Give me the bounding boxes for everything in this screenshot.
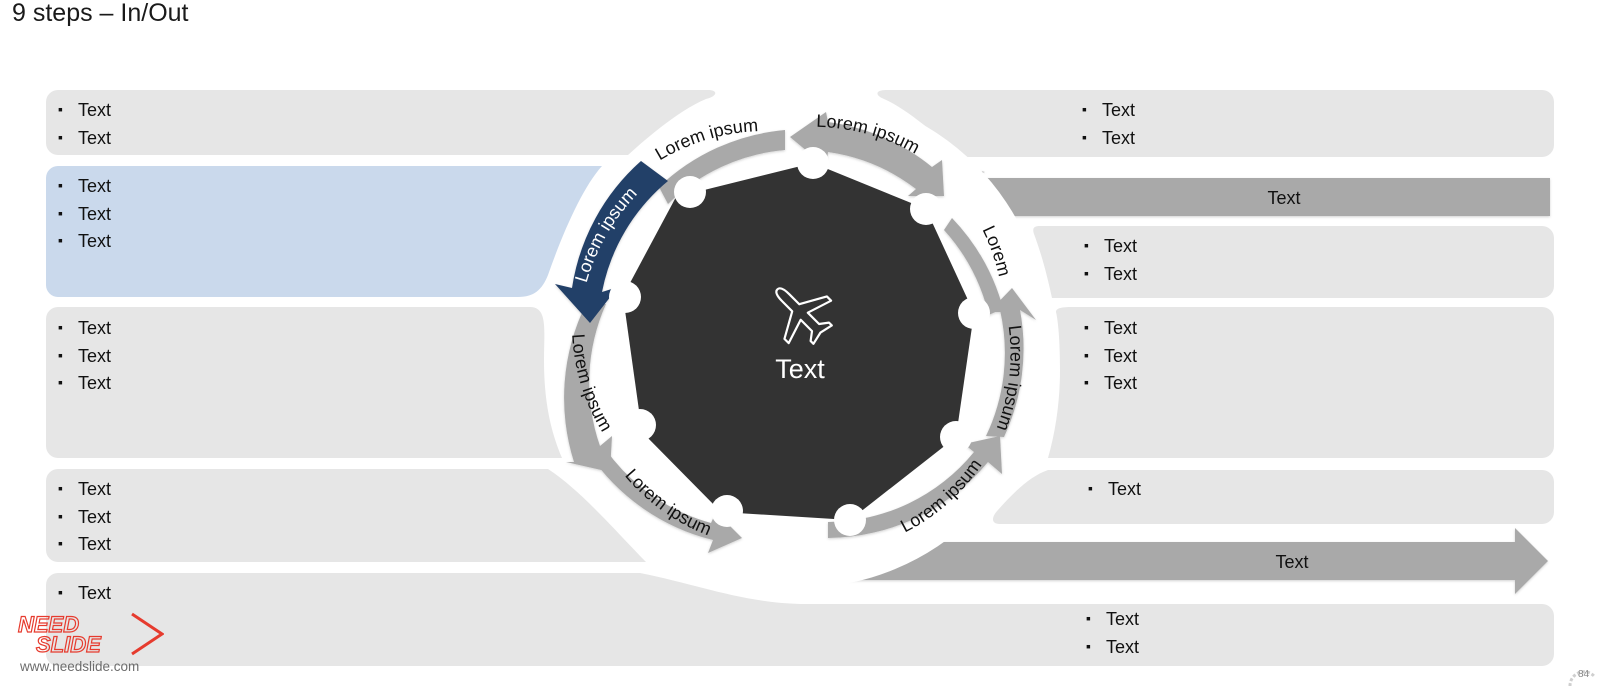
website-url: www.needslide.com bbox=[20, 659, 140, 674]
page-number-text: 84 bbox=[1578, 669, 1590, 680]
bullet-item: Text bbox=[1088, 475, 1141, 503]
bullet-item: Text bbox=[1084, 369, 1137, 397]
bullet-item: Text bbox=[1086, 633, 1139, 661]
bullet-item: Text bbox=[58, 369, 111, 397]
left-panel-5 bbox=[46, 573, 1554, 666]
left-panel-3 bbox=[46, 307, 562, 458]
right-panel-3-list: TextTextText bbox=[1084, 314, 1137, 397]
right-panel-4-list: Text bbox=[1088, 475, 1141, 503]
bullet-item: Text bbox=[1082, 124, 1135, 152]
left-panel-1 bbox=[46, 90, 716, 155]
cycle-arrow-4[interactable] bbox=[984, 288, 1036, 437]
bullet-item: Text bbox=[58, 96, 111, 124]
center-hub bbox=[609, 147, 990, 536]
bullet-item: Text bbox=[58, 172, 111, 200]
left-panel-5-list: Text bbox=[58, 579, 111, 607]
center-label: Text bbox=[775, 354, 825, 384]
cycle-arrow-6[interactable] bbox=[590, 450, 742, 553]
in-arrow[interactable] bbox=[925, 160, 1550, 222]
bullet-item: Text bbox=[58, 475, 111, 503]
right-panel-1 bbox=[877, 90, 1554, 157]
left-panel-2-list: TextTextText bbox=[58, 172, 111, 255]
bullet-item: Text bbox=[58, 314, 111, 342]
cycle-arrow-1[interactable] bbox=[659, 130, 785, 204]
bullet-item: Text bbox=[1084, 232, 1137, 260]
bullet-item: Text bbox=[1084, 342, 1137, 370]
page-number: 84 bbox=[1566, 662, 1596, 687]
left-panel-3-list: TextTextText bbox=[58, 314, 111, 397]
bullet-item: Text bbox=[1084, 314, 1137, 342]
connector-dots bbox=[609, 147, 990, 536]
in-arrow-label: Text bbox=[1267, 188, 1300, 208]
left-panel-4 bbox=[46, 469, 646, 562]
cycle-arrow-3-lorem[interactable] bbox=[944, 218, 1004, 312]
bullet-item: Text bbox=[58, 530, 111, 558]
logo-line-2: SLIDE bbox=[36, 632, 102, 657]
right-panel-2 bbox=[1033, 226, 1554, 298]
cycle-arrow-8-active[interactable] bbox=[555, 161, 668, 323]
bullet-item: Text bbox=[1084, 260, 1137, 288]
left-panel-4-list: TextTextText bbox=[58, 475, 111, 558]
needslide-logo: NEED SLIDE bbox=[17, 611, 164, 658]
bullet-item: Text bbox=[58, 200, 111, 228]
airplane-icon bbox=[775, 287, 833, 345]
left-panel-2[interactable] bbox=[46, 166, 602, 297]
bullet-item: Text bbox=[58, 503, 111, 531]
bullet-item: Text bbox=[1086, 605, 1139, 633]
bullet-item: Text bbox=[1082, 96, 1135, 124]
out-arrow-label: Text bbox=[1275, 552, 1308, 572]
cycle-arrow-7[interactable] bbox=[564, 304, 612, 472]
left-panels bbox=[46, 90, 1554, 666]
logo-line-1: NEED bbox=[18, 612, 79, 637]
bullet-item: Text bbox=[58, 579, 111, 607]
bullet-item: Text bbox=[58, 124, 111, 152]
cycle-arrow-2[interactable] bbox=[790, 112, 944, 196]
slide-title: 9 steps – In/Out bbox=[12, 0, 189, 27]
bullet-item: Text bbox=[58, 342, 111, 370]
right-panel-4 bbox=[993, 470, 1554, 524]
gear-icon bbox=[1568, 670, 1596, 687]
right-panel-3 bbox=[1048, 307, 1554, 458]
bullet-item: Text bbox=[58, 227, 111, 255]
